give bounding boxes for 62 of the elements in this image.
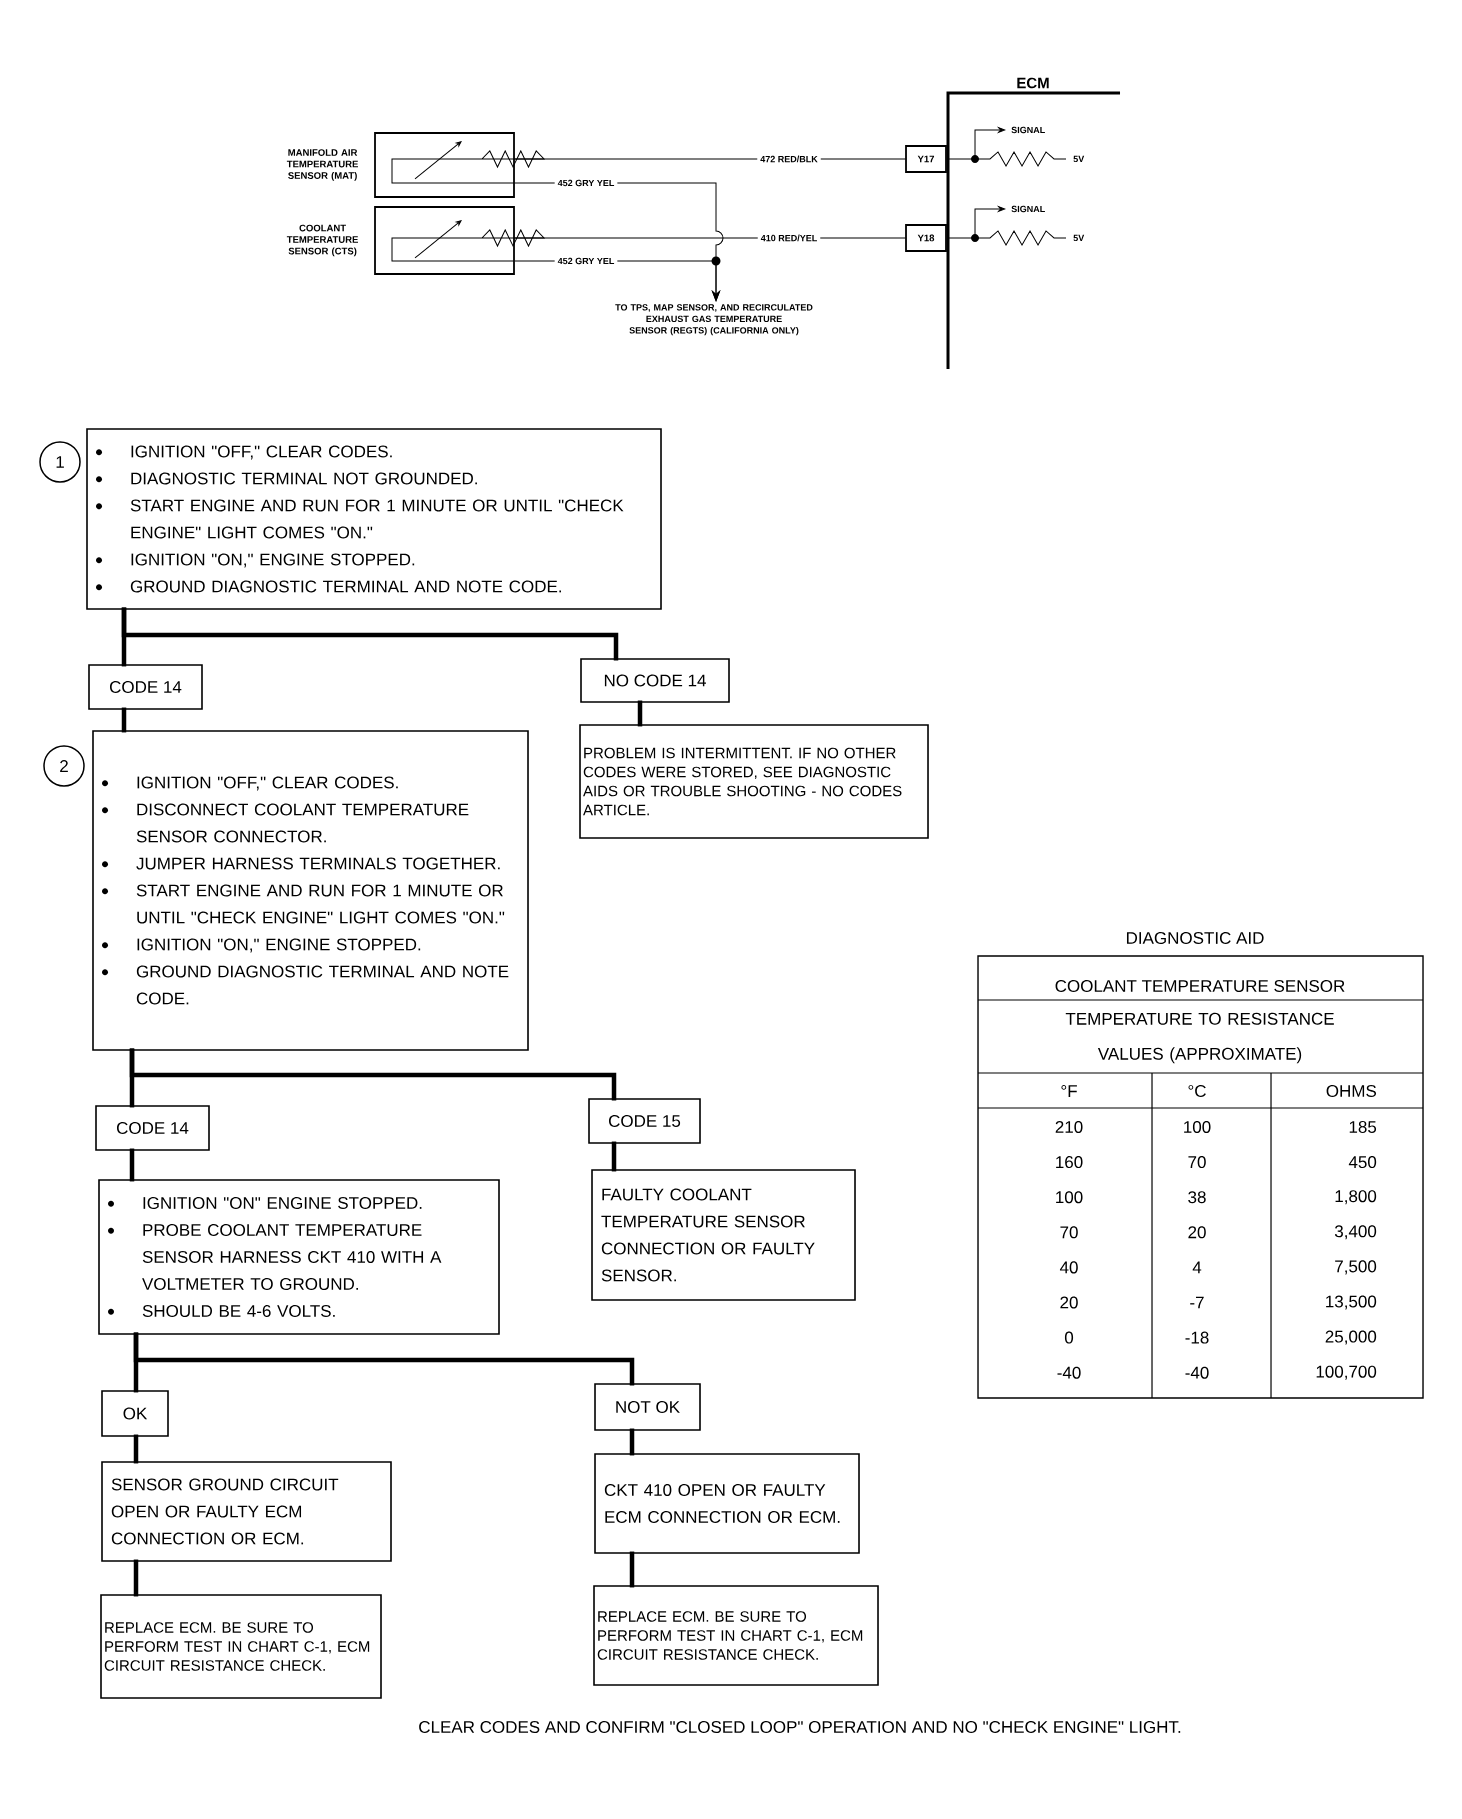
table-text: 7,500 bbox=[1335, 1260, 1377, 1275]
code-box: NO CODE 14 bbox=[580, 658, 730, 703]
result-box: SENSOR GROUND CIRCUIT OPEN OR FAULTY ECM CONNECTION OR ECM. bbox=[101, 1461, 392, 1562]
result-box: REPLACE ECM. BE SURE TO PERFORM TEST IN CHART C-1, ECM CIRCUIT RESISTANCE CHECK. bbox=[593, 1585, 879, 1686]
table-text: -18 bbox=[1185, 1331, 1209, 1344]
code-box: CODE 15 bbox=[588, 1098, 701, 1144]
table-text: 40 bbox=[1059, 1261, 1078, 1274]
step-box: IGNITION "ON" ENGINE STOPPED. PROBE COOLANT TEMPERATURE SENSOR HARNESS CKT 410 WITH A VOLTMETER TO GROUND. SHOULD BE 4-6 VOLTS. bbox=[98, 1179, 500, 1335]
result-box: PROBLEM IS INTERMITTENT. IF NO OTHER CODES WERE STORED, SEE DIAGNOSTIC AIDS OR TROUBLE SHOOTING - NO CODES ARTICLE. bbox=[579, 724, 929, 839]
table-text: 450 bbox=[1348, 1156, 1377, 1169]
connector-pin-box: Y18 bbox=[905, 224, 947, 252]
result-box: CKT 410 OPEN OR FAULTY ECM CONNECTION OR ECM. bbox=[594, 1453, 860, 1554]
step-box: IGNITION "OFF," CLEAR CODES. DISCONNECT COOLANT TEMPERATURE SENSOR CONNECTOR. JUMPER HARNESS TERMINALS TOGETHER. START ENGINE AND RUN FOR 1 MINUTE OR UNTIL "CHECK ENGINE" LIGHT COMES "ON." IGNITION "ON," ENGINE STOPPED. GROUND DIAGNOSTIC TERMINAL AND NOTE CODE. bbox=[92, 730, 529, 1051]
code-box: NOT OK bbox=[594, 1383, 701, 1431]
node-label: MANIFOLD AIR TEMPERATURE SENSOR (MAT) bbox=[286, 149, 359, 181]
table-text: 70 bbox=[1060, 1226, 1078, 1239]
code-box: CODE 14 bbox=[88, 664, 203, 710]
note-text: TO TPS, MAP SENSOR, AND RECIRCULATED EXHAUST GAS TEMPERATURE SENSOR (REGTS) (CALIFORNIA ONLY) bbox=[615, 304, 813, 336]
table-text: 185 bbox=[1349, 1120, 1377, 1133]
table-text: 20 bbox=[1188, 1226, 1206, 1239]
wire-label: 452 GRY YEL bbox=[554, 176, 618, 190]
table-title: DIAGNOSTIC AID bbox=[1127, 931, 1264, 944]
table-text: -7 bbox=[1190, 1296, 1204, 1309]
voltage-label: 5V bbox=[1073, 234, 1085, 242]
column-heading: OHMS bbox=[1326, 1084, 1377, 1097]
caption: CLEAR CODES AND CONFIRM "CLOSED LOOP" OPERATION AND NO "CHECK ENGINE" LIGHT. bbox=[419, 1721, 1181, 1733]
sensor-box: MANIFOLD AIR TEMPERATURE SENSOR (MAT) bbox=[286, 132, 515, 198]
result-box: REPLACE ECM. BE SURE TO PERFORM TEST IN CHART C-1, ECM CIRCUIT RESISTANCE CHECK. bbox=[100, 1594, 382, 1699]
table-text: 1,800 bbox=[1335, 1190, 1377, 1205]
wire-label: 410 RED/YEL bbox=[757, 231, 821, 245]
table-heading: TEMPERATURE TO RESISTANCE VALUES (APPROXIMATE) bbox=[1065, 1012, 1334, 1064]
step-box: IGNITION "OFF," CLEAR CODES. DIAGNOSTIC TERMINAL NOT GROUNDED. START ENGINE AND RUN FOR 1 MINUTE OR UNTIL "CHECK ENGINE" LIGHT COMES "ON." IGNITION "ON," ENGINE STOPPED. GROUND DIAGNOSTIC TERMINAL AND NOTE CODE. bbox=[86, 428, 662, 610]
wire-label: 472 RED/BLK bbox=[757, 152, 821, 166]
table-text: 0 bbox=[1064, 1331, 1074, 1344]
signal-label: SIGNAL bbox=[1011, 205, 1045, 213]
table-text: 13,500 bbox=[1326, 1295, 1377, 1310]
wire-label: 452 GRY YEL bbox=[554, 254, 618, 268]
voltage-label: 5V bbox=[1073, 155, 1085, 163]
table-text: 4 bbox=[1192, 1261, 1202, 1274]
connector-pin-box: Y17 bbox=[905, 145, 947, 173]
column-heading: °C bbox=[1188, 1084, 1206, 1097]
table-text: 100,700 bbox=[1316, 1365, 1377, 1380]
table-text: 160 bbox=[1056, 1156, 1083, 1169]
sensor-box: COOLANT TEMPERATURE SENSOR (CTS) bbox=[286, 206, 515, 275]
table-text: 210 bbox=[1055, 1120, 1083, 1133]
table-text: -40 bbox=[1057, 1366, 1081, 1379]
signal-label: SIGNAL bbox=[1011, 126, 1045, 134]
node-label: COOLANT TEMPERATURE SENSOR (CTS) bbox=[286, 224, 359, 257]
table-text: -40 bbox=[1185, 1366, 1209, 1379]
table-text: 70 bbox=[1188, 1156, 1206, 1169]
table-heading: COOLANT TEMPERATURE SENSOR bbox=[1055, 979, 1345, 992]
table-text: 100 bbox=[1056, 1191, 1083, 1204]
column-heading: °F bbox=[1061, 1085, 1077, 1097]
table-text: 25,000 bbox=[1325, 1330, 1377, 1345]
ecm-label: ECM bbox=[1017, 77, 1049, 89]
table-text: 3,400 bbox=[1334, 1225, 1377, 1240]
table-text: 100 bbox=[1184, 1120, 1211, 1133]
table-text: 20 bbox=[1060, 1296, 1078, 1309]
code-box: CODE 14 bbox=[95, 1105, 210, 1151]
code-box: OK bbox=[101, 1390, 169, 1437]
result-box: FAULTY COOLANT TEMPERATURE SENSOR CONNECTION OR FAULTY SENSOR. bbox=[591, 1169, 856, 1301]
table-text: 38 bbox=[1188, 1191, 1206, 1204]
